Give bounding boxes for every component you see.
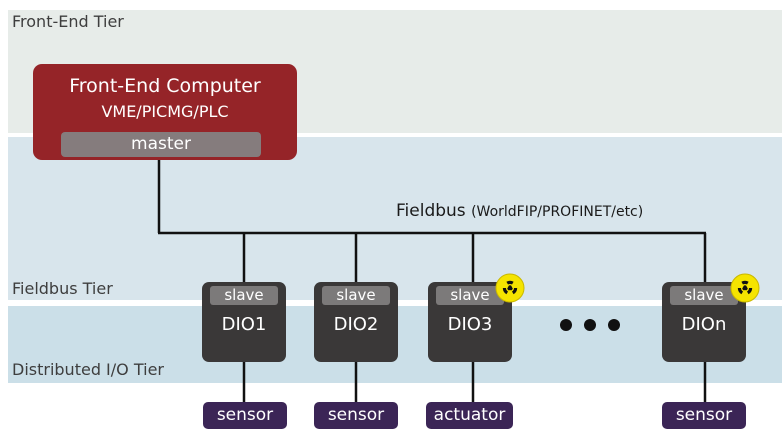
slave-label: slave <box>670 286 738 305</box>
dio-node-name: DIO2 <box>333 314 379 335</box>
front-end-computer: Front-End Computer VME/PICMG/PLC master <box>33 64 297 160</box>
radiation-trefoil-icon <box>730 273 760 303</box>
fieldbus-title: Fieldbus <box>396 201 466 221</box>
front-end-computer-subtitle: VME/PICMG/PLC <box>101 102 229 121</box>
device-box-2: sensor <box>314 402 398 429</box>
dio-node-name: DIO1 <box>221 314 267 335</box>
master-box: master <box>61 132 261 157</box>
slave-label: slave <box>436 286 504 305</box>
dio-node-2: slave DIO2 <box>314 282 398 362</box>
device-box-n: sensor <box>662 402 746 429</box>
radiation-trefoil-icon <box>495 273 525 303</box>
fieldbus-tier-band <box>8 137 782 300</box>
dio-node-name: DIOn <box>681 314 727 335</box>
fieldbus-protocols: (WorldFIP/PROFINET/etc) <box>471 204 644 220</box>
device-box-3: actuator <box>426 402 513 429</box>
distributed-io-tier-label: Distributed I/O Tier <box>12 360 164 379</box>
ellipsis-dots-icon <box>560 318 620 332</box>
fieldbus-tier-label: Fieldbus Tier <box>12 279 113 298</box>
fieldbus-label: Fieldbus (WorldFIP/PROFINET/etc) <box>396 201 643 221</box>
dio-node-name: DIO3 <box>447 314 493 335</box>
slave-label: slave <box>322 286 390 305</box>
front-end-computer-title: Front-End Computer <box>69 75 261 97</box>
slave-label: slave <box>210 286 278 305</box>
dio-node-n: slave DIOn <box>662 282 746 362</box>
dio-node-1: slave DIO1 <box>202 282 286 362</box>
front-end-tier-label: Front-End Tier <box>12 12 124 31</box>
device-box-1: sensor <box>203 402 287 429</box>
